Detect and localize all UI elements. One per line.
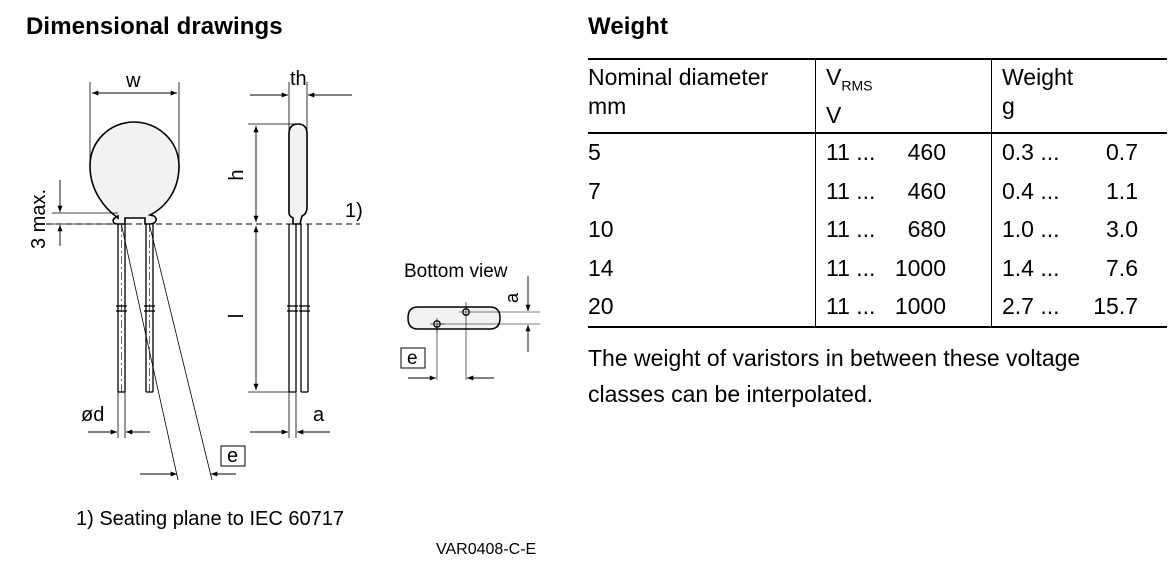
weight-cell: 1.0 ...3.0 bbox=[991, 210, 1167, 250]
l-label: l bbox=[226, 314, 248, 318]
weight-cell: 0.4 ...1.1 bbox=[991, 172, 1167, 211]
diameter-cell: 5 bbox=[588, 139, 601, 166]
w-label: w bbox=[125, 70, 141, 92]
bottom-view-label: Bottom view bbox=[404, 261, 508, 282]
diameter-cell: 20 bbox=[588, 293, 614, 320]
vrms-cell: 11 ...1000 bbox=[815, 287, 992, 328]
header-vrms: VRMS V bbox=[815, 59, 992, 133]
bottom-view bbox=[407, 276, 540, 381]
note-ref-label: 1) bbox=[345, 200, 363, 222]
vrms-cell: 11 ...680 bbox=[815, 210, 992, 250]
front-view bbox=[52, 82, 236, 481]
diameter-cell: 10 bbox=[588, 216, 614, 243]
header-weight: Weight g bbox=[991, 59, 1167, 133]
drawing-code: VAR0408-C-E bbox=[436, 541, 537, 558]
interpolation-note: The weight of varistors in between these… bbox=[588, 345, 1081, 407]
table-row: 14 11 ...1000 1.4 ...7.6 bbox=[588, 249, 1167, 288]
table-header-row: Nominal diameter mm VRMS V Weight g bbox=[588, 59, 1167, 133]
seating-plane-footnote: 1) Seating plane to IEC 60717 bbox=[76, 508, 344, 530]
diameter-cell: 14 bbox=[588, 254, 614, 281]
e-label: e bbox=[227, 445, 238, 467]
weight-cell: 0.3 ...0.7 bbox=[991, 132, 1167, 173]
vrms-cell: 11 ...1000 bbox=[815, 249, 992, 288]
diameter-cell: 7 bbox=[588, 177, 601, 204]
th-label: th bbox=[290, 68, 307, 90]
table-row: 7 11 ...460 0.4 ...1.1 bbox=[588, 172, 1167, 211]
weight-cell: 1.4 ...7.6 bbox=[991, 249, 1167, 288]
bottom-e-label: e bbox=[407, 348, 418, 369]
dimensional-drawings-heading: Dimensional drawings bbox=[26, 13, 283, 40]
vrms-cell: 11 ...460 bbox=[815, 132, 992, 173]
vrms-cell: 11 ...460 bbox=[815, 172, 992, 211]
bottom-a-label: a bbox=[502, 292, 522, 303]
diameter-d-label: ød bbox=[81, 404, 104, 426]
h-label: h bbox=[226, 169, 248, 180]
a-label: a bbox=[313, 404, 325, 426]
dimensional-drawing: w th h l 3 max. 1) ød a e Bottom view a … bbox=[28, 68, 540, 481]
header-nominal-diameter: Nominal diameter mm bbox=[588, 64, 769, 119]
weight-table: Nominal diameter mm VRMS V Weight g 5 11… bbox=[588, 58, 1167, 328]
side-view bbox=[248, 82, 352, 438]
weight-heading: Weight bbox=[588, 13, 669, 40]
table-row: 10 11 ...680 1.0 ...3.0 bbox=[588, 210, 1167, 250]
table-row: 5 11 ...460 0.3 ...0.7 bbox=[588, 132, 1167, 173]
table-row: 20 11 ...1000 2.7 ...15.7 bbox=[588, 287, 1167, 328]
three-max-label: 3 max. bbox=[28, 189, 50, 249]
weight-cell: 2.7 ...15.7 bbox=[991, 287, 1167, 328]
